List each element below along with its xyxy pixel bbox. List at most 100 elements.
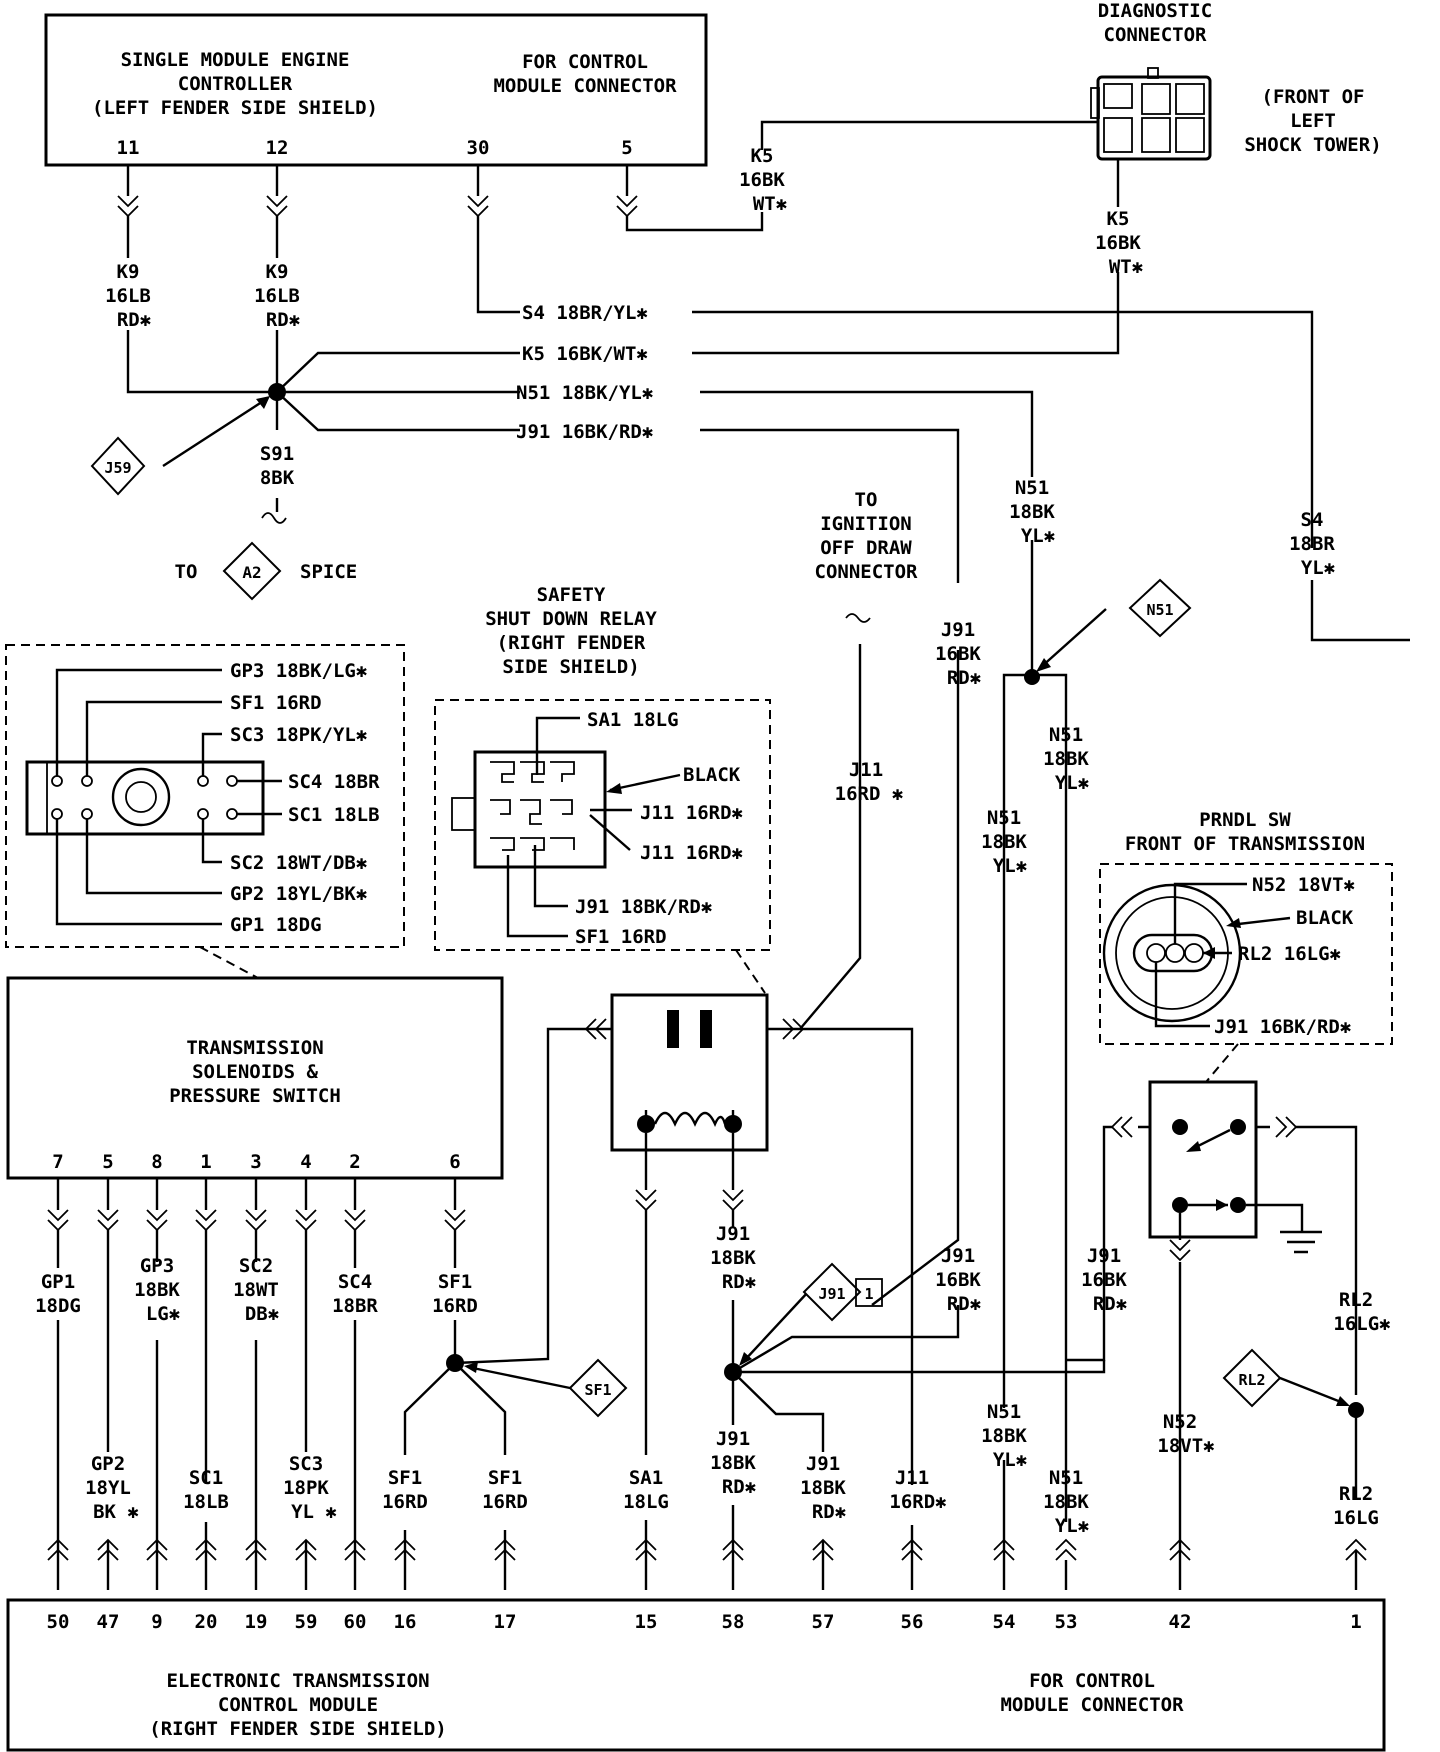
sc4-label-1: SC4	[338, 1271, 372, 1293]
diag-connector-latch	[1090, 87, 1100, 119]
pcm-pin-30: 30	[467, 137, 490, 159]
n51-54-label-2: 18BK	[981, 1425, 1027, 1447]
prndl-pin-j91: J91 16BK/RD✱	[1214, 1016, 1351, 1038]
asd-relay-body	[610, 993, 769, 1152]
pcm-pin-11: 11	[117, 137, 140, 159]
diag-connector-key	[1147, 67, 1159, 79]
n51-tag: N51	[1128, 578, 1192, 638]
sf1-tag: SF1	[568, 1358, 628, 1418]
j91-vertical-label-3: RD✱	[947, 667, 981, 689]
n51-right-label-2: 18BK	[1043, 748, 1089, 770]
n51-54-label-3: YL✱	[993, 1449, 1027, 1471]
etcm-pin-16: 16	[394, 1611, 417, 1633]
sol-pin-gp3: GP3 18BK/LG✱	[230, 660, 367, 682]
diag-location-1: (FRONT OF	[1262, 86, 1365, 108]
sol-pin-sf1: SF1 16RD	[230, 692, 322, 714]
gp1-label-1: GP1	[41, 1271, 75, 1293]
j91-relay-label-3: RD✱	[722, 1271, 756, 1293]
rl2-top-label-2: 16LG✱	[1333, 1313, 1390, 1335]
prndl-pin-black: BLACK	[1296, 907, 1354, 929]
sa1-label-2: 18LG	[623, 1491, 669, 1513]
etcm-pin-47: 47	[97, 1611, 120, 1633]
sol-pin-gp2: GP2 18YL/BK✱	[230, 883, 367, 905]
asd-title-4: SIDE SHIELD)	[502, 656, 639, 678]
n51-54-label-1: N51	[987, 1401, 1021, 1423]
etcm-pin-42: 42	[1169, 1611, 1192, 1633]
lower-wire-labels: GP1 18DG GP3 18BK LG✱ SC2 18WT DB✱ SC4 1…	[35, 1223, 1390, 1537]
etcm-pin-19: 19	[245, 1611, 268, 1633]
n51-vertical-label-1: N51	[1015, 477, 1049, 499]
splice-sf1-dot	[446, 1354, 464, 1372]
j91-tag-label: J91	[818, 1285, 845, 1303]
j91-58-label-1: J91	[716, 1428, 750, 1450]
etcm-pin-1: 1	[1350, 1611, 1361, 1633]
asd-title-3: (RIGHT FENDER	[497, 632, 646, 654]
gp3-label-1: GP3	[140, 1255, 174, 1277]
n52-label-1: N52	[1163, 1411, 1197, 1433]
n51-right-label-3: YL✱	[1055, 772, 1089, 794]
a2-tag: A2	[222, 541, 282, 601]
j11-vertical-label-1: J11	[849, 759, 883, 781]
etcm-connector-chevron	[1055, 1538, 1077, 1561]
sol-box-pin-8: 8	[151, 1151, 162, 1173]
s4-vertical-label-1: S4	[1301, 509, 1324, 531]
etcm-box	[6, 1598, 1386, 1752]
pcm-pin-12: 12	[266, 137, 289, 159]
j91-switch-label-2: 16BK	[1081, 1269, 1127, 1291]
prndl-connector-outline	[1099, 863, 1393, 1045]
sf1-top-label-2: 16RD	[432, 1295, 478, 1317]
s91-label-1: S91	[260, 443, 294, 465]
k9-a-label-1: K9	[117, 261, 140, 283]
asd-title-2: SHUT DOWN RELAY	[485, 608, 657, 630]
prndl-pin-n52: N52 18VT✱	[1252, 874, 1355, 896]
prndl-title-1: PRNDL SW	[1199, 809, 1291, 831]
n51-right-label-1: N51	[1049, 724, 1083, 746]
j91-vertical-label-2: 16BK	[935, 643, 981, 665]
sf1-a-label-1: SF1	[388, 1467, 422, 1489]
j59-tag-label: J59	[104, 459, 131, 477]
k5-a-label-3: WT✱	[753, 193, 787, 215]
etcm-conn-1: FOR CONTROL	[1029, 1670, 1155, 1692]
j91-tag-number: 1	[864, 1285, 873, 1303]
sol-pin-sc2: SC2 18WT/DB✱	[230, 852, 367, 874]
gp2-label-1: GP2	[91, 1453, 125, 1475]
asd-pin-j91: J91 18BK/RD✱	[575, 896, 712, 918]
diag-title-1: DIAGNOSTIC	[1098, 0, 1212, 22]
n51-53-label-3: YL✱	[1055, 1515, 1089, 1537]
j91-mid-label-3: RD✱	[947, 1293, 981, 1315]
j91-57-label-2: 18BK	[800, 1477, 846, 1499]
etcm-pin-17: 17	[494, 1611, 517, 1633]
sc3-label-2: 18PK	[283, 1477, 329, 1499]
diag-title-2: CONNECTOR	[1104, 24, 1208, 46]
etcm-pin-54: 54	[993, 1611, 1016, 1633]
asd-pin-black: BLACK	[683, 764, 741, 786]
asd-connector-outline	[434, 699, 771, 951]
sol-box-pin-2: 2	[349, 1151, 360, 1173]
j91-relay-label-1: J91	[716, 1223, 750, 1245]
gp2-label-3: BK ✱	[93, 1501, 139, 1523]
sol-box-pin-7: 7	[52, 1151, 63, 1173]
asd-pin-j11-a: J11 16RD✱	[640, 802, 743, 824]
k5-a-label-2: 16BK	[739, 169, 785, 191]
sa1-label-1: SA1	[629, 1467, 663, 1489]
engine-controller: SINGLE MODULE ENGINE CONTROLLER (LEFT FE…	[44, 13, 708, 167]
engine-controller-title-2: CONTROLLER	[178, 73, 293, 95]
sol-box-pin-6: 6	[449, 1151, 460, 1173]
sf1-b-label-1: SF1	[488, 1467, 522, 1489]
sc1-label-1: SC1	[189, 1467, 223, 1489]
n51-53-label-2: 18BK	[1043, 1491, 1089, 1513]
splice-s91-dot	[268, 383, 286, 401]
n51-vertical-label-3: YL✱	[1021, 525, 1055, 547]
sol-pin-sc4: SC4 18BR	[288, 771, 380, 793]
top-wiring	[126, 120, 1410, 675]
etcm-title-1: ELECTRONIC TRANSMISSION	[166, 1670, 429, 1692]
to-label: TO	[175, 561, 198, 583]
diagnostic-connector: DIAGNOSTIC CONNECTOR (FRONT OF LEFT SHOC…	[1090, 0, 1382, 161]
etcm-pin-57: 57	[812, 1611, 835, 1633]
prndl-pin-rl2: RL2 16LG✱	[1238, 943, 1341, 965]
rl2-bottom-label-2: 16LG	[1333, 1507, 1379, 1529]
middle-wiring: J11 16RD ✱ J91 16BK RD✱ N51 18BK YL✱ N51…	[835, 608, 1107, 1518]
rl2-top-label-1: RL2	[1339, 1289, 1373, 1311]
k5-b-label-3: WT✱	[1109, 256, 1143, 278]
gp3-label-2: 18BK	[134, 1279, 180, 1301]
